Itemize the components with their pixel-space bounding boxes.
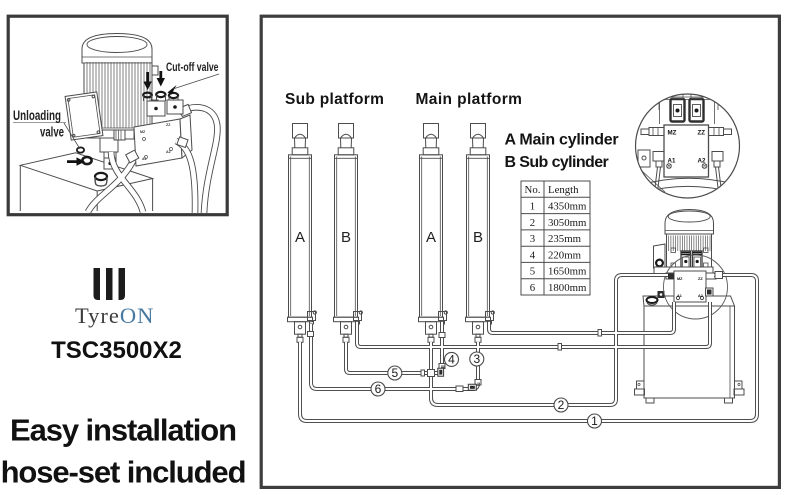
svg-text:ZZ: ZZ [698, 277, 703, 281]
svg-text:1: 1 [591, 414, 598, 428]
svg-text:A: A [426, 229, 436, 246]
svg-text:A2: A2 [166, 150, 171, 154]
svg-text:5: 5 [530, 266, 535, 278]
svg-text:Sub platform: Sub platform [285, 91, 384, 108]
svg-text:2: 2 [530, 217, 535, 229]
svg-text:4: 4 [530, 249, 536, 261]
svg-text:4350mm: 4350mm [548, 201, 587, 213]
svg-text:Length: Length [548, 184, 579, 196]
svg-text:MZ: MZ [140, 130, 146, 134]
svg-text:3050mm: 3050mm [548, 217, 587, 229]
svg-text:Unloading: Unloading [13, 108, 61, 123]
svg-text:A2: A2 [698, 158, 706, 165]
svg-text:B: B [341, 229, 351, 246]
svg-text:6: 6 [375, 382, 382, 396]
svg-text:A2: A2 [698, 294, 703, 298]
svg-text:Cut-off valve: Cut-off valve [166, 60, 219, 74]
svg-text:valve: valve [40, 125, 64, 140]
svg-text:A: A [295, 229, 305, 246]
svg-text:hose-set included: hose-set included [1, 455, 246, 490]
svg-text:6: 6 [530, 282, 536, 294]
svg-text:A Main cylinder: A Main cylinder [505, 132, 619, 149]
svg-text:A1: A1 [142, 157, 147, 161]
svg-text:TSC3500X2: TSC3500X2 [51, 337, 182, 364]
svg-text:A1: A1 [677, 294, 682, 298]
svg-text:220mm: 220mm [548, 249, 582, 261]
svg-text:No.: No. [525, 184, 541, 196]
svg-text:4: 4 [448, 353, 455, 367]
svg-text:2: 2 [558, 398, 565, 412]
svg-text:1: 1 [530, 201, 535, 213]
svg-text:Main platform: Main platform [416, 91, 523, 108]
svg-text:ZZ: ZZ [166, 123, 171, 127]
svg-text:B Sub cylinder: B Sub cylinder [505, 154, 609, 171]
svg-text:B: B [473, 229, 483, 246]
svg-text:MZ: MZ [668, 130, 677, 137]
svg-text:1650mm: 1650mm [548, 266, 587, 278]
svg-text:3: 3 [473, 352, 480, 366]
svg-text:TyreON: TyreON [75, 303, 154, 328]
svg-text:1800mm: 1800mm [548, 282, 587, 294]
svg-text:235mm: 235mm [548, 233, 582, 245]
svg-text:Easy installation: Easy installation [10, 413, 236, 448]
svg-text:ZZ: ZZ [698, 130, 706, 137]
svg-text:3: 3 [530, 233, 535, 245]
svg-text:A1: A1 [668, 158, 676, 165]
svg-text:MZ: MZ [677, 277, 683, 281]
svg-text:5: 5 [391, 366, 398, 380]
